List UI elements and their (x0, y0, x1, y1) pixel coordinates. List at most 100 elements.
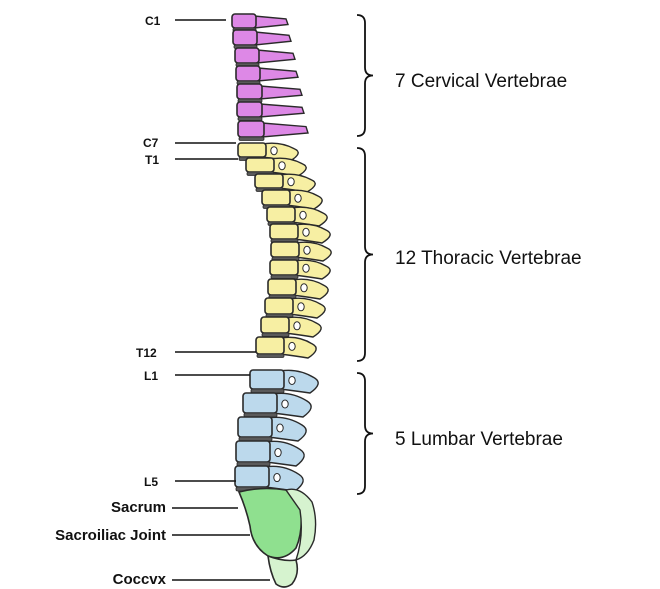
foramen (303, 228, 309, 236)
vertebral-body (267, 207, 295, 222)
spinous-process (291, 207, 327, 226)
spinous-process (280, 370, 318, 393)
spinous-process (292, 279, 328, 299)
thoracic-vertebra (270, 260, 330, 279)
spinous-process (262, 123, 308, 137)
vertebral-body (235, 466, 269, 487)
foramen (271, 147, 277, 155)
spinous-process (258, 68, 298, 81)
spinous-process (265, 466, 303, 491)
foramen (279, 162, 285, 170)
vertebral-body (268, 279, 296, 295)
lumbar-vertebra (238, 417, 306, 441)
vertebral-body (238, 121, 264, 137)
cervical-vertebra (238, 121, 308, 141)
spinous-process (266, 441, 304, 466)
spinous-process (273, 393, 311, 417)
foramen (303, 264, 309, 272)
cervical-vertebra (235, 48, 295, 67)
label-t12: T12 (136, 346, 157, 360)
lumbar-vertebra (236, 441, 304, 466)
spinous-process (280, 337, 316, 358)
vertebral-body (246, 158, 274, 172)
thoracic-vertebra (270, 224, 330, 243)
spinous-process (257, 50, 295, 63)
spinous-process (295, 242, 331, 261)
vertebral-column (232, 14, 331, 587)
intervertebral-disc (271, 275, 298, 279)
label-l5: L5 (144, 475, 158, 489)
thoracic-vertebra (271, 242, 331, 261)
vertebral-body (235, 48, 259, 63)
spinous-process (289, 298, 325, 318)
cervical-vertebra (237, 84, 302, 103)
spinous-process (255, 32, 291, 45)
cervical-vertebra (237, 102, 304, 121)
foramen (300, 211, 306, 219)
label-sacroiliac-joint: Sacroiliac Joint (55, 527, 166, 544)
region-label-lumbar: 5 Lumbar Vertebrae (395, 429, 563, 450)
thoracic-vertebra (262, 190, 322, 209)
vertebral-body (243, 393, 277, 413)
spinous-process (294, 260, 330, 279)
cervical-vertebra (233, 30, 291, 49)
vertebral-body (237, 84, 262, 99)
vertebral-body (238, 143, 266, 157)
lumbar-vertebra (250, 370, 318, 393)
region-label-cervical: 7 Cervical Vertebrae (395, 71, 567, 92)
vertebral-body (270, 260, 298, 275)
label-t1: T1 (145, 153, 159, 167)
foramen (294, 322, 300, 330)
region-brackets (357, 15, 373, 494)
intervertebral-disc (262, 333, 289, 337)
vertebral-body (256, 337, 284, 354)
foramen (282, 400, 288, 408)
label-coccyx: Coccvx (113, 571, 167, 588)
foramen (274, 474, 280, 482)
vertebral-body (250, 370, 284, 389)
thoracic-vertebra (268, 279, 328, 299)
vertebral-body (261, 317, 289, 333)
thoracic-vertebra (265, 298, 325, 318)
vertebral-body (238, 417, 272, 437)
foramen (289, 376, 295, 384)
spinous-process (285, 317, 321, 337)
label-sacrum: Sacrum (111, 499, 166, 516)
foramen (277, 424, 283, 432)
label-c1: C1 (145, 14, 161, 28)
spinous-process (260, 104, 304, 117)
foramen (298, 303, 304, 311)
cervical-vertebra (236, 66, 298, 85)
bracket-cervical (357, 15, 373, 136)
coccyx (268, 556, 297, 587)
spinous-process (254, 16, 288, 28)
vertebral-body (236, 66, 260, 81)
vertebral-body (271, 242, 299, 257)
foramen (288, 178, 294, 186)
label-l1: L1 (144, 369, 158, 383)
bracket-lumbar (357, 373, 373, 494)
vertebral-body (237, 102, 262, 117)
intervertebral-disc (238, 117, 262, 121)
foramen (301, 284, 307, 292)
spinous-process (294, 224, 330, 243)
spinous-process (286, 190, 322, 209)
thoracic-vertebra (267, 207, 327, 226)
vertebral-body (270, 224, 298, 239)
foramen (289, 342, 295, 350)
thoracic-vertebra (256, 337, 316, 358)
vertebral-body (265, 298, 293, 314)
label-c7: C7 (143, 136, 159, 150)
vertebral-body (232, 14, 256, 28)
vertebral-body (233, 30, 257, 45)
foramen (275, 449, 281, 457)
intervertebral-disc (257, 354, 284, 358)
foramen (295, 194, 301, 202)
foramen (304, 246, 310, 254)
region-label-thoracic: 12 Thoracic Vertebrae (395, 248, 582, 269)
lumbar-vertebra (243, 393, 311, 417)
spinous-process (268, 417, 306, 441)
lumbar-vertebra (235, 466, 303, 491)
